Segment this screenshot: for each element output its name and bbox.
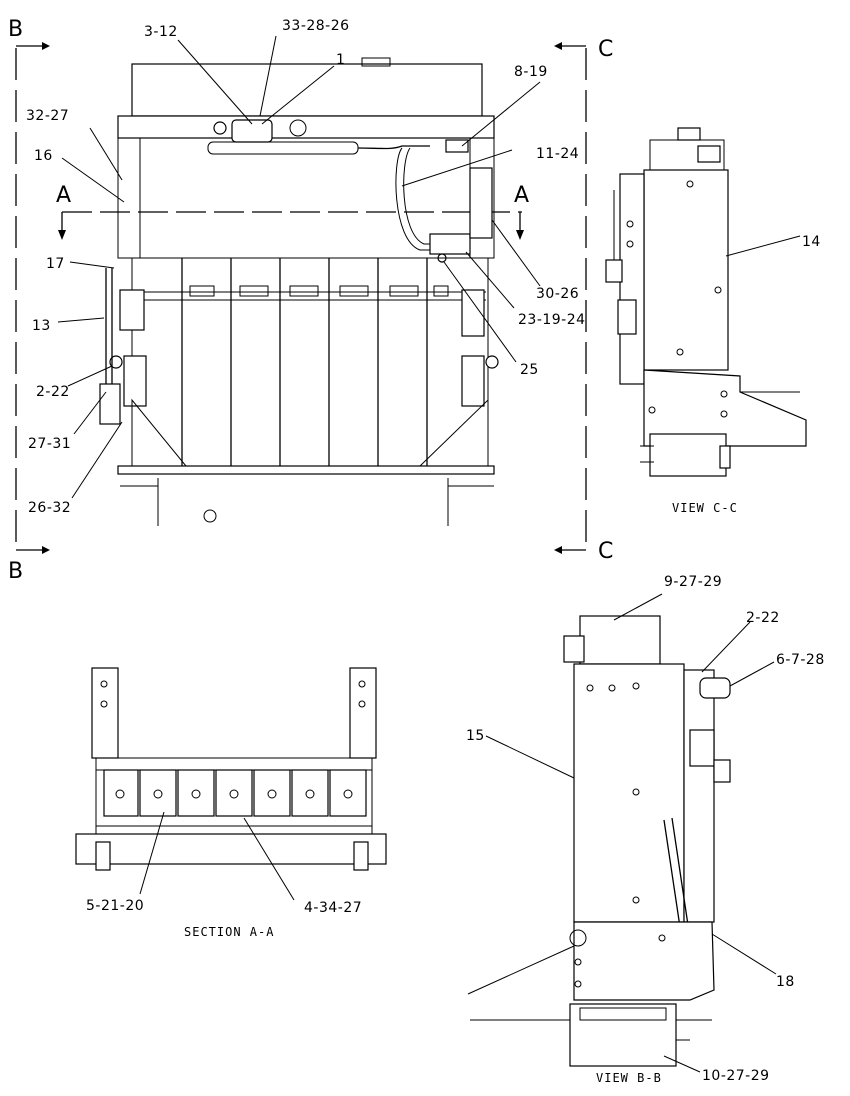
callout-16: 16	[34, 148, 53, 164]
callout-9-27-29: 9-27-29	[664, 574, 722, 590]
section-line-a	[58, 211, 524, 240]
main-front-view	[99, 57, 499, 526]
callout-17: 17	[46, 256, 65, 272]
callout-25: 25	[520, 362, 539, 378]
section-aa	[75, 667, 387, 901]
section-letter-b-top: B	[8, 17, 23, 42]
section-letter-a-left: A	[56, 183, 71, 208]
callout-3-12: 3-12	[144, 24, 178, 40]
callout-4-34-27: 4-34-27	[304, 900, 362, 916]
callout-15: 15	[466, 728, 485, 744]
main-view-leaders	[57, 35, 541, 499]
section-line-b	[15, 42, 50, 554]
callout-13: 13	[32, 318, 51, 334]
callout-23-19-24: 23-19-24	[518, 312, 586, 328]
callout-26-32: 26-32	[28, 500, 71, 516]
callout-11-24: 11-24	[536, 146, 579, 162]
section-letter-c-bottom: C	[598, 539, 613, 564]
callout-5-21-20: 5-21-20	[86, 898, 144, 914]
callout-18: 18	[776, 974, 795, 990]
callout-6-7-28: 6-7-28	[776, 652, 825, 668]
view-cc	[605, 127, 807, 477]
section-line-c	[554, 42, 587, 554]
callout-32-27: 32-27	[26, 108, 69, 124]
section-letter-c-top: C	[598, 37, 613, 62]
view-cc-caption: VIEW C-C	[672, 501, 738, 515]
callout-bb-2-22: 2-22	[746, 610, 780, 626]
callout-8-19: 8-19	[514, 64, 548, 80]
section-aa-caption: SECTION A-A	[184, 925, 274, 939]
section-letter-b-bottom: B	[8, 559, 23, 584]
callout-10-27-29: 10-27-29	[702, 1068, 770, 1084]
view-bb	[467, 593, 777, 1073]
callout-14: 14	[802, 234, 821, 250]
section-letter-a-right: A	[514, 183, 529, 208]
callout-33-28-26: 33-28-26	[282, 18, 350, 34]
callout-1: 1	[336, 52, 345, 68]
callout-2-22: 2-22	[36, 384, 70, 400]
view-bb-caption: VIEW B-B	[596, 1071, 662, 1085]
callout-30-26: 30-26	[536, 286, 579, 302]
callout-27-31: 27-31	[28, 436, 71, 452]
